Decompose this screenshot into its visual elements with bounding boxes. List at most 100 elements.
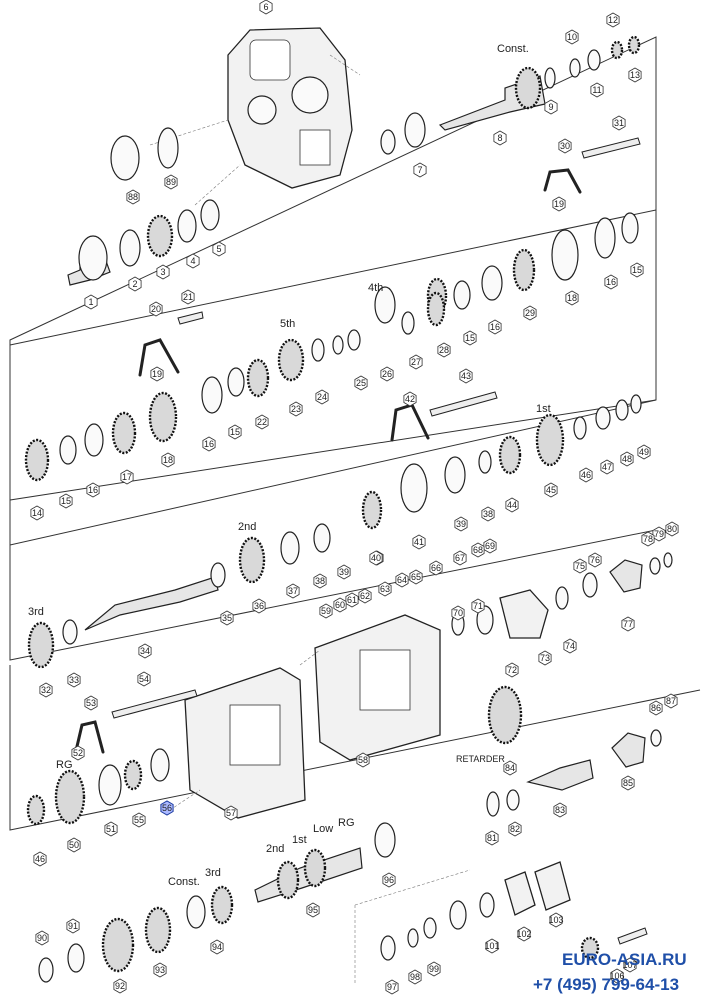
part-tag-number: 14 <box>32 508 42 518</box>
part-tag-badge <box>378 581 392 597</box>
part-tag-71: 71 <box>471 598 485 614</box>
part-tag-badge <box>149 301 163 317</box>
part-tag-badge <box>35 930 49 946</box>
part-tag-106: 106 <box>609 968 625 984</box>
part-tag-badge <box>429 560 443 576</box>
part-tag-number: 16 <box>204 439 214 449</box>
part-tag-badge <box>628 67 642 83</box>
part-tag-badge <box>186 253 200 269</box>
part-tag-number: 75 <box>575 561 585 571</box>
part-tag-badge <box>33 851 47 867</box>
part-tag-badge <box>138 643 152 659</box>
part-tag-number: 33 <box>69 675 79 685</box>
part-tag-badge <box>483 538 497 554</box>
part-tag-16: 16 <box>604 274 618 290</box>
part-tag-21: 21 <box>181 289 195 305</box>
part-tag-badge <box>319 603 333 619</box>
label-2nd: 2nd <box>238 521 256 533</box>
part-tag-32: 32 <box>39 682 53 698</box>
part-tag-number: 74 <box>565 641 575 651</box>
part-tag-28: 28 <box>437 342 451 358</box>
part-tag-badge <box>610 968 624 984</box>
part-tag-46: 46 <box>579 467 593 483</box>
part-tag-58: 58 <box>356 752 370 768</box>
part-tag-badge <box>369 550 383 566</box>
part-tag-number: 13 <box>630 70 640 80</box>
part-tag-badge <box>544 99 558 115</box>
part-tag-badge <box>286 583 300 599</box>
part-tag-number: 85 <box>623 778 633 788</box>
part-tag-number: 60 <box>335 600 345 610</box>
part-tag-badge <box>395 572 409 588</box>
part-tag-badge <box>481 506 495 522</box>
watermark-phone: +7 (495) 799-64-13 <box>533 975 679 994</box>
part-tag-number: 45 <box>546 485 556 495</box>
part-tag-number: 1 <box>88 297 93 307</box>
part-tag-67: 67 <box>453 550 467 566</box>
part-tag-badge <box>289 401 303 417</box>
part-tag-number: 32 <box>41 685 51 695</box>
part-tag-badge <box>354 375 368 391</box>
part-tag-badge <box>604 274 618 290</box>
part-tag-number: 57 <box>226 808 236 818</box>
part-tag-badge <box>503 760 517 776</box>
row-1-parts <box>67 199 639 324</box>
part-tag-89: 89 <box>164 174 178 190</box>
part-tag-number: 107 <box>622 960 637 970</box>
part-tag-number: 78 <box>643 534 653 544</box>
part-tag-badge <box>259 0 273 15</box>
part-tag-82: 82 <box>508 821 522 837</box>
part-tag-41: 41 <box>412 534 426 550</box>
part-tag-badge <box>153 962 167 978</box>
part-tag-19: 19 <box>150 366 164 382</box>
part-tag-number: 97 <box>387 982 397 992</box>
part-number-tags: 6121013119318307198889123452021151618291… <box>30 0 679 995</box>
section-bands <box>9 36 701 831</box>
part-tag-59: 59 <box>319 603 333 619</box>
part-tag-18: 18 <box>161 452 175 468</box>
part-tag-badge <box>104 821 118 837</box>
part-tag-5: 5 <box>212 241 226 257</box>
part-tag-number: 35 <box>222 613 232 623</box>
part-tag-31: 31 <box>612 115 626 131</box>
part-tag-badge <box>620 451 634 467</box>
part-tag-number: 10 <box>567 32 577 42</box>
part-tag-badge <box>30 505 44 521</box>
part-tag-number: 55 <box>134 815 144 825</box>
part-tag-number: 47 <box>602 462 612 472</box>
part-tag-badge <box>150 366 164 382</box>
part-tag-62: 62 <box>358 588 372 604</box>
part-tag-12: 12 <box>606 12 620 28</box>
part-tag-number: 11 <box>592 85 601 95</box>
label-5th: 5th <box>280 318 295 330</box>
label-4th: 4th <box>368 282 383 294</box>
part-tag-badge <box>488 319 502 335</box>
part-tag-number: 30 <box>560 141 570 151</box>
part-tag-50: 50 <box>67 837 81 853</box>
label-rg-left: RG <box>56 759 73 771</box>
part-tag-number: 39 <box>456 519 466 529</box>
part-tag-number: 40 <box>371 553 381 563</box>
part-tag-badge <box>120 469 134 485</box>
part-tag-number: 90 <box>37 933 47 943</box>
bearing-group-88-89 <box>110 127 179 181</box>
part-tag-badge <box>224 805 238 821</box>
row-2-parts <box>138 291 446 443</box>
part-tag-badge <box>403 391 417 407</box>
label-mainshaft-1st: 1st <box>292 834 307 846</box>
part-tag-badge <box>161 452 175 468</box>
part-tag-number: 42 <box>405 394 415 404</box>
part-tag-badge <box>600 459 614 475</box>
part-tag-52: 52 <box>71 745 85 761</box>
part-tag-badge <box>67 672 81 688</box>
part-tag-badge <box>463 330 477 346</box>
part-tag-24: 24 <box>315 389 329 405</box>
part-tag-badge <box>590 82 604 98</box>
part-tag-86: 86 <box>649 700 663 716</box>
part-tag-badge <box>59 493 73 509</box>
part-tag-16: 16 <box>202 436 216 452</box>
part-tag-number: 101 <box>484 941 499 951</box>
part-tag-badge <box>333 597 347 613</box>
part-tag-badge <box>156 264 170 280</box>
